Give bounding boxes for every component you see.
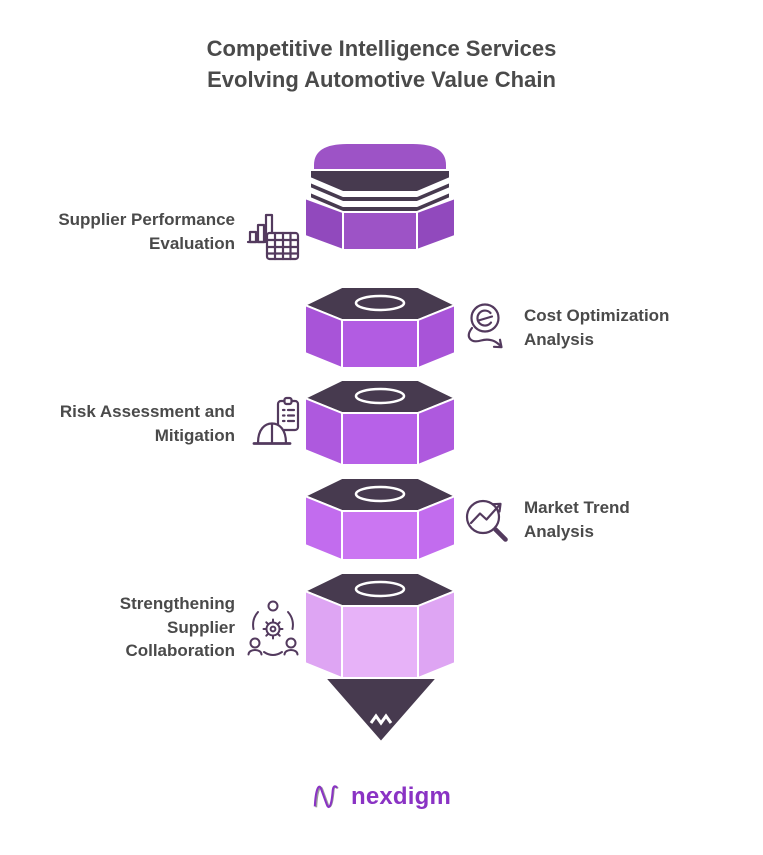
tip-zigzag — [369, 713, 393, 726]
eraser — [312, 142, 448, 177]
nexdigm-logo-icon — [313, 785, 339, 808]
hex-right-face — [416, 197, 455, 251]
ferrule-band — [309, 181, 451, 203]
hex-right-face — [417, 397, 455, 466]
hex-front-face — [341, 319, 419, 369]
title-line-2: Evolving Automotive Value Chain — [207, 67, 556, 92]
label-strengthening-supplier-collaboration: Strengthening Supplier Collaboration — [119, 594, 235, 660]
label-supplier-performance-evaluation: Supplier Performance Evaluation — [58, 210, 235, 253]
hex-front-face — [341, 605, 419, 679]
hex-front-face — [341, 412, 419, 466]
ferrule-band — [309, 169, 451, 193]
ferrule-band — [309, 191, 451, 213]
bar-chart-table-icon — [245, 206, 301, 267]
label-market-trend-analysis: Market Trend Analysis — [524, 498, 630, 541]
safety-helmet-checklist-icon — [250, 396, 304, 459]
pencil-segment-3 — [305, 379, 455, 466]
graphite-ring — [354, 294, 406, 312]
hex-right-face — [417, 495, 455, 561]
pencil-tip — [324, 677, 438, 743]
label-risk-assessment-and-mitigation: Risk Assessment and Mitigation — [59, 402, 235, 445]
people-around-gear-icon — [246, 598, 300, 665]
title-line-1: Competitive Intelligence Services — [206, 36, 557, 61]
graphite-ring — [354, 580, 406, 598]
coin-descending-arrow-icon — [458, 301, 512, 362]
pencil-graphic — [305, 142, 455, 743]
hex-left-face — [305, 590, 343, 679]
hex-right-face — [417, 304, 455, 369]
nexdigm-wordmark: nexdigm — [350, 783, 452, 810]
page-title: Competitive Intelligence Services Evolvi… — [0, 33, 763, 95]
hex-front-face — [341, 510, 419, 561]
pencil-segment-5 — [305, 572, 455, 743]
hex-front-face — [342, 211, 418, 251]
label-cost-optimization-analysis: Cost Optimization Analysis — [524, 306, 670, 349]
graphite-ring — [354, 387, 406, 405]
nexdigm-logo: nexdigm — [0, 780, 763, 814]
pencil-segment-1 — [305, 142, 455, 251]
magnifier-trend-arrow-icon — [460, 488, 517, 549]
graphite-ring — [354, 485, 406, 503]
pencil-segment-4 — [305, 477, 455, 561]
pencil-segment-2 — [305, 286, 455, 369]
hex-right-face — [417, 590, 455, 679]
